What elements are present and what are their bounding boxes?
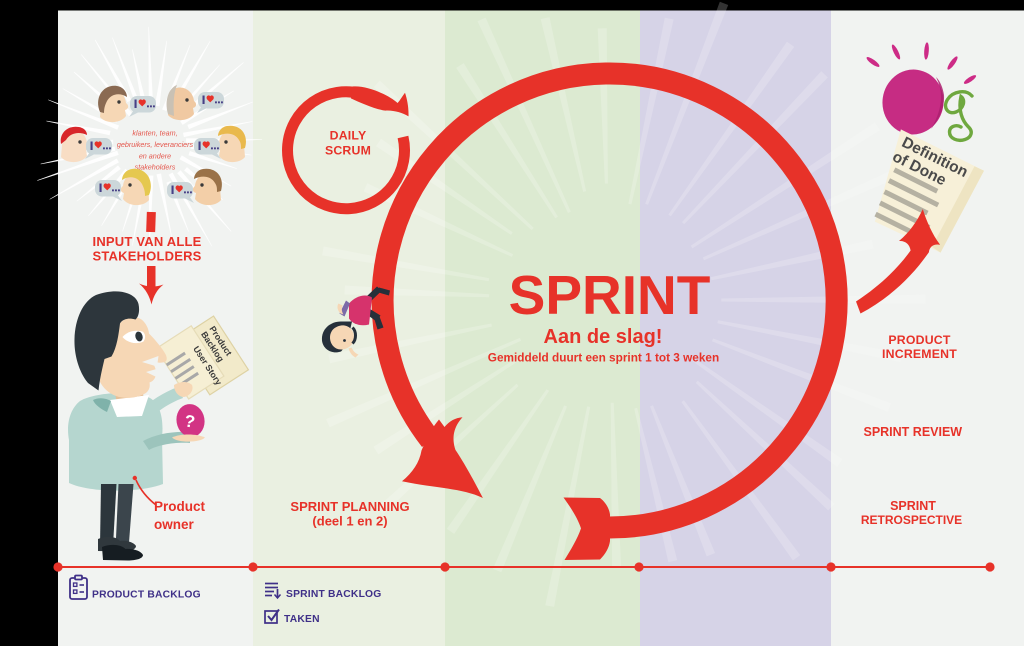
- svg-text:en andere: en andere: [139, 152, 171, 161]
- svg-text:INCREMENT: INCREMENT: [882, 347, 957, 361]
- svg-text:STAKEHOLDERS: STAKEHOLDERS: [92, 249, 201, 264]
- svg-text:Aan de slag!: Aan de slag!: [544, 326, 663, 348]
- svg-text:DAILY: DAILY: [330, 129, 367, 143]
- svg-text:stakeholders: stakeholders: [135, 163, 176, 172]
- svg-text:klanten, team,: klanten, team,: [132, 129, 177, 138]
- svg-text:(deel 1 en 2): (deel 1 en 2): [312, 514, 387, 529]
- svg-text:PRODUCT: PRODUCT: [888, 333, 950, 347]
- svg-text:SPRINT BACKLOG: SPRINT BACKLOG: [286, 589, 381, 600]
- svg-text:SPRINT PLANNING: SPRINT PLANNING: [290, 499, 409, 514]
- svg-text:TAKEN: TAKEN: [284, 614, 320, 625]
- svg-text:Gemiddeld duurt een sprint 1 t: Gemiddeld duurt een sprint 1 tot 3 weken: [488, 351, 719, 365]
- svg-text:Product: Product: [154, 499, 206, 514]
- svg-text:PRODUCT BACKLOG: PRODUCT BACKLOG: [92, 590, 201, 601]
- svg-text:owner: owner: [154, 517, 195, 532]
- svg-text:SPRINT: SPRINT: [890, 499, 936, 513]
- svg-text:?: ?: [183, 411, 196, 431]
- svg-text:SCRUM: SCRUM: [325, 144, 371, 158]
- svg-text:gebruikers, leveranciers: gebruikers, leveranciers: [117, 140, 194, 149]
- svg-text:INPUT VAN ALLE: INPUT VAN ALLE: [93, 234, 202, 249]
- svg-text:SPRINT: SPRINT: [509, 264, 711, 326]
- svg-text:SPRINT REVIEW: SPRINT REVIEW: [863, 425, 962, 439]
- svg-text:RETROSPECTIVE: RETROSPECTIVE: [861, 513, 962, 527]
